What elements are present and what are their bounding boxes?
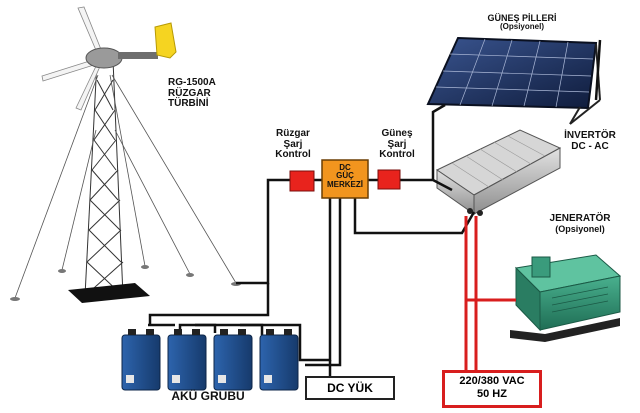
guy-wires xyxy=(14,74,237,299)
dc-center-label: DC GÜÇ MERKEZİ xyxy=(322,163,368,189)
inverter-device xyxy=(435,129,562,216)
generator-title: JENERATÖR xyxy=(549,213,611,224)
ac-output-frequency: 50 HZ xyxy=(477,388,507,401)
solar-controller-line1: Güneş xyxy=(381,128,413,139)
inverter-label: İNVERTÖR DC - AC xyxy=(550,130,630,152)
anchor xyxy=(10,297,20,301)
turbine-label-line2: RÜZGAR xyxy=(168,87,211,99)
ac-output-voltage: 220/380 VAC xyxy=(459,375,525,387)
inverter-terminal xyxy=(477,210,483,216)
solar-controller-label: Güneş Şarj Kontrol xyxy=(372,128,422,161)
battery xyxy=(167,329,207,391)
generator-engine xyxy=(531,256,551,278)
dc-load-box: DC YÜK xyxy=(305,376,395,400)
solar-controller-line2: Şarj xyxy=(387,138,407,150)
dc-center-line3: MERKEZİ xyxy=(327,179,363,189)
ac-wiring xyxy=(464,216,516,370)
battery-bank xyxy=(121,329,299,391)
generator-optional: (Opsiyonel) xyxy=(555,223,605,234)
battery xyxy=(213,329,253,391)
inverter-title: İNVERTÖR xyxy=(564,130,616,141)
inverter-subtitle: DC - AC xyxy=(571,140,609,152)
turbine-tail-vane xyxy=(154,22,177,59)
generator-device xyxy=(510,254,622,342)
wind-turbine xyxy=(10,6,241,303)
anchor xyxy=(186,273,194,277)
ac-output-box: 220/380 VAC 50 HZ xyxy=(442,370,542,408)
inverter-terminal xyxy=(467,208,473,214)
solar-label: GÜNEŞ PİLLERİ (Opsiyonel) xyxy=(452,13,592,32)
wind-charge-controller-box xyxy=(289,170,315,192)
wind-controller-label: Rüzgar Şarj Kontrol xyxy=(268,128,318,161)
turbine-label: RG-1500A RÜZGAR TÜRBİNİ xyxy=(168,77,238,110)
anchor xyxy=(141,265,149,269)
solar-title: GÜNEŞ PİLLERİ xyxy=(487,13,557,23)
solar-optional: (Opsiyonel) xyxy=(499,22,544,32)
generator-skid xyxy=(510,318,620,342)
turbine-nacelle xyxy=(85,47,123,69)
dc-center-line2: GÜÇ xyxy=(336,171,354,181)
turbine-model: RG-1500A xyxy=(168,77,216,88)
turbine-tail-boom xyxy=(118,52,158,59)
battery xyxy=(259,329,299,391)
anchor xyxy=(58,269,66,273)
dc-wiring xyxy=(148,39,602,378)
wind-controller-line2: Şarj xyxy=(283,138,303,150)
wind-controller-line3: Kontrol xyxy=(275,149,311,160)
battery xyxy=(121,329,161,391)
dc-center-line1: DC xyxy=(339,163,351,172)
turbine-base xyxy=(68,283,150,303)
solar-controller-line3: Kontrol xyxy=(379,149,415,160)
dc-power-center-box xyxy=(321,159,369,199)
inverter-fins xyxy=(451,135,546,188)
generator-vents xyxy=(551,286,609,313)
solar-panels xyxy=(426,36,601,125)
solar-charge-controller-box xyxy=(377,169,401,190)
battery-label: AKÜ GRUBU xyxy=(171,389,245,403)
solar-cell-grid xyxy=(435,38,594,108)
wind-controller-line1: Rüzgar xyxy=(276,128,310,139)
generator-label: JENERATÖR (Opsiyonel) xyxy=(540,213,620,234)
turbine-label-line3: TÜRBİNİ xyxy=(168,98,209,109)
